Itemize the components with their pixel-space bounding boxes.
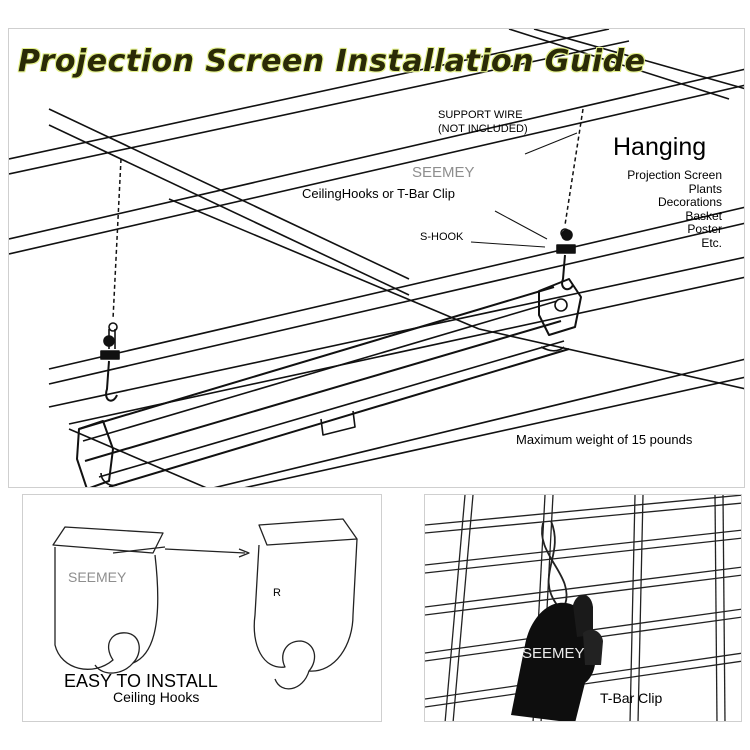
- installation-diagram-panel: [8, 28, 745, 488]
- max-weight-label: Maximum weight of 15 pounds: [516, 432, 693, 447]
- hanging-item: Plants: [688, 181, 722, 196]
- ceiling-hooks-panel: [22, 494, 382, 722]
- hook-r-label: R: [273, 587, 281, 599]
- hooks-brand-label: SEEMEY: [68, 569, 127, 585]
- ceiling-hooks-caption: Ceiling Hooks: [113, 689, 200, 705]
- hanging-items-list: Projection Screen Plants Decorations Bas…: [578, 168, 722, 250]
- easy-to-install-label: EASY TO INSTALL: [64, 671, 218, 691]
- hanging-item: Poster: [687, 222, 722, 236]
- clip-brand-label: SEEMEY: [522, 645, 585, 662]
- guide-title: Projection Screen Installation Guide: [18, 44, 646, 79]
- hanging-item: Projection Screen: [627, 168, 722, 182]
- tbar-clip-illustration: [425, 495, 741, 721]
- hanging-item: Basket: [685, 208, 722, 223]
- s-hook-label: S-HOOK: [420, 231, 464, 243]
- support-wire-line-1: SUPPORT WIRE: [438, 109, 523, 121]
- hanging-item: Decorations: [657, 195, 722, 209]
- tbar-clip-panel: [424, 494, 742, 722]
- ceiling-grid-illustration: [9, 29, 744, 487]
- ceiling-hooks-tbar-label: CeilingHooks or T-Bar Clip: [302, 186, 455, 201]
- tbar-clip-caption: T-Bar Clip: [600, 690, 663, 706]
- ceiling-hook-illustration: [52, 518, 358, 690]
- hanging-item: Etc.: [701, 235, 722, 250]
- support-wire-line-2: (NOT INCLUDED): [438, 123, 528, 135]
- brand-label: SEEMEY: [412, 164, 475, 181]
- support-wire-label: SUPPORT WIRE (NOT INCLUDED): [438, 108, 528, 136]
- hanging-heading: Hanging: [613, 133, 707, 161]
